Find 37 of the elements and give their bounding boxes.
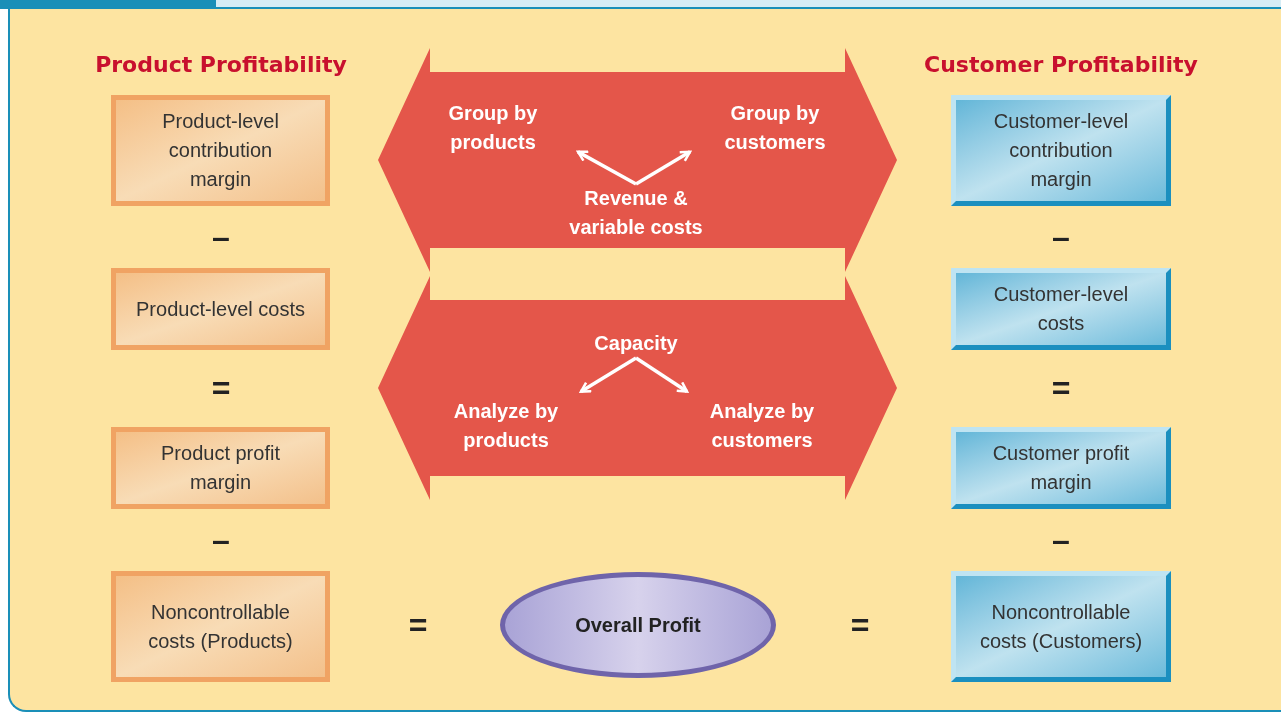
operator-sign: = [850, 609, 870, 641]
node-text: Product-level costs [136, 296, 305, 322]
operator-sign: = [211, 372, 231, 404]
operator-sign: = [1051, 372, 1071, 404]
node-text: Product-level contribution margin [161, 109, 280, 192]
process-box [111, 427, 330, 509]
node-text: Customer-level contribution margin [992, 109, 1130, 192]
node-text: Capacity [594, 330, 678, 356]
process-box [951, 95, 1171, 206]
arrow [635, 356, 689, 394]
node-text: Group by customers [723, 100, 827, 155]
node-text: Analyze by customers [708, 398, 816, 453]
process-box [951, 268, 1171, 350]
node-text: Noncontrollable costs (Customers) [978, 599, 1144, 654]
operator-sign: – [212, 221, 230, 253]
arrow [635, 150, 692, 186]
process-box [111, 571, 330, 682]
operator-sign: = [408, 609, 428, 641]
node-text: Revenue & variable costs [568, 186, 704, 240]
process-box [951, 571, 1171, 682]
process-box [951, 427, 1171, 509]
arrow [579, 356, 637, 394]
node-text: Product profit margin [160, 441, 281, 495]
column-heading: Product Profitability [95, 50, 347, 79]
node-text: Noncontrollable costs (Products) [147, 599, 294, 654]
operator-sign: – [212, 524, 230, 556]
node-text: Customer-level costs [992, 282, 1130, 336]
node-text: Group by products [447, 100, 539, 155]
operator-sign: – [1052, 221, 1070, 253]
node-text: Analyze by products [452, 398, 560, 453]
operator-sign: – [1052, 524, 1070, 556]
node-text: Overall Profit [575, 613, 701, 638]
process-box [111, 95, 330, 206]
arrow [576, 150, 637, 186]
process-box [111, 268, 330, 350]
column-heading: Customer Profitability [924, 50, 1198, 79]
node-text: Customer profit margin [991, 441, 1131, 495]
